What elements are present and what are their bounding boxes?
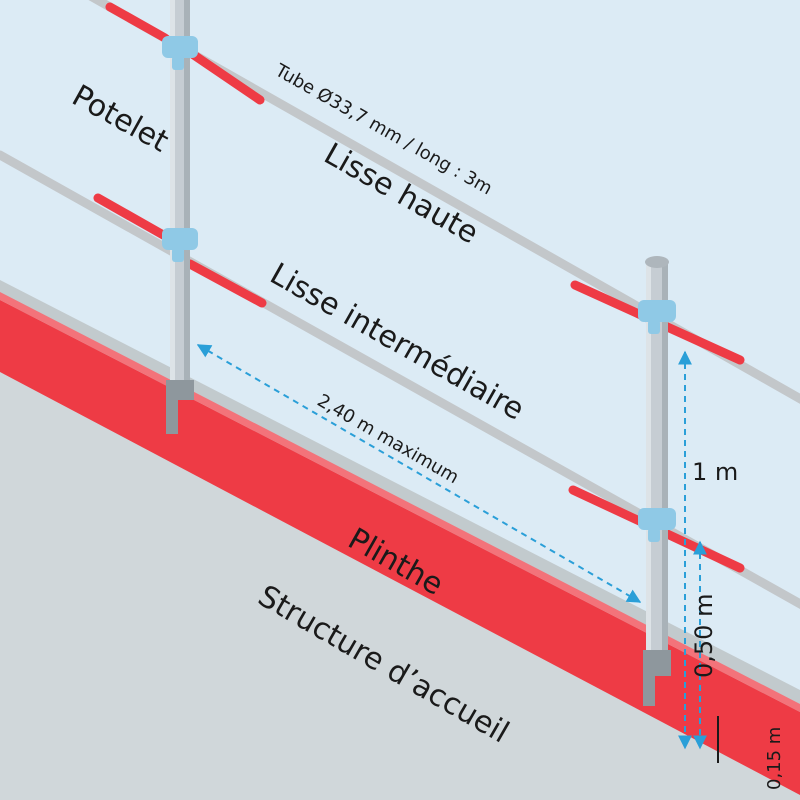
mid-rail-accent-left-a [93,193,170,241]
right-post [638,256,676,706]
clamp-icon [162,36,198,70]
left-post-spigot [166,400,178,434]
left-post-base [166,380,194,400]
label-height-mid: 0,50 m [690,594,718,678]
label-height-top: 1 m [692,458,738,486]
top-rail-accent-left-b [183,46,265,105]
label-height-toe: 0,15 m [764,727,785,790]
right-post-base [643,650,671,676]
clamp-icon [162,228,198,262]
right-post-cap [645,256,669,268]
spacing-dimension-line [196,344,642,603]
mid-rail-accent-left-b [185,259,267,308]
top-rail-accent-left-a [105,2,170,43]
right-post-spigot [643,676,655,706]
dimension-lines [196,344,707,750]
left-post [162,0,198,434]
clamp-icon [638,508,676,542]
clamp-icon [638,300,676,334]
